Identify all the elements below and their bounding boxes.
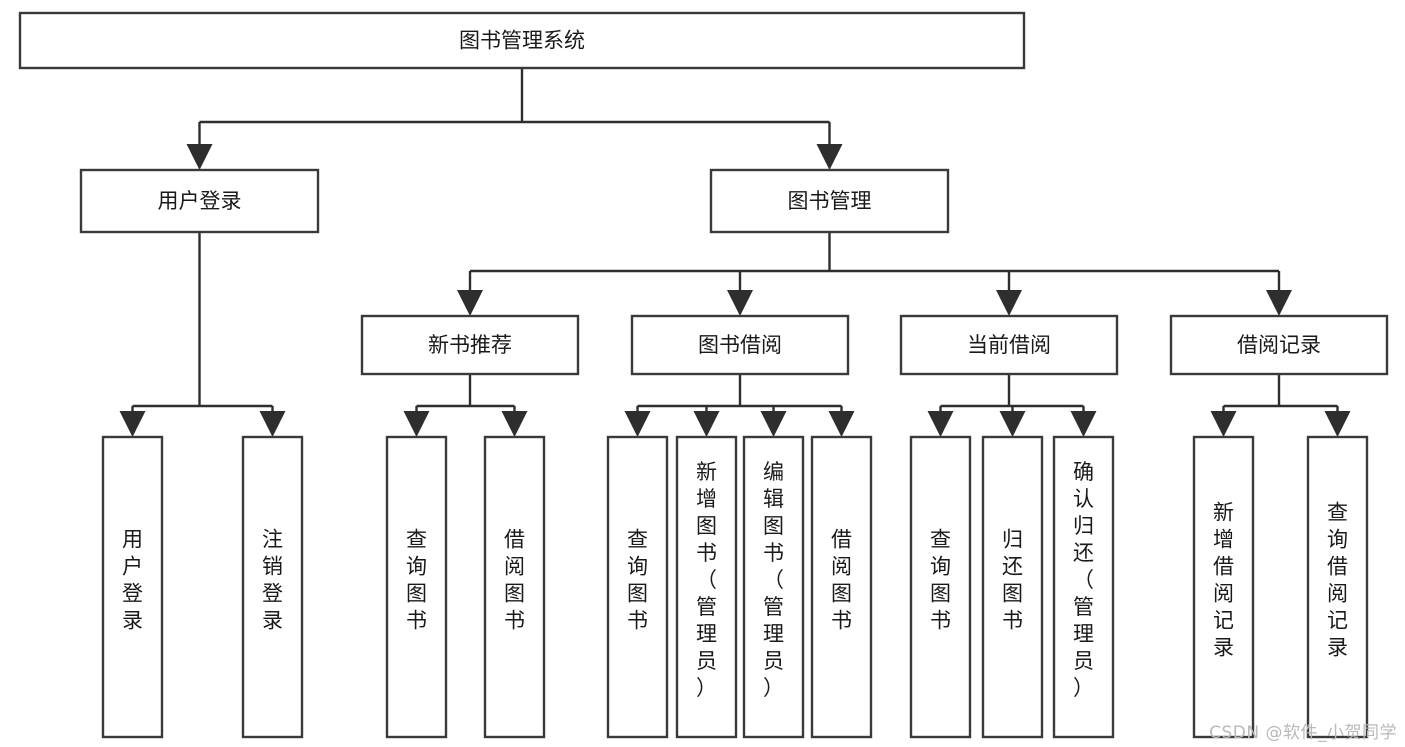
- arrow-head-leaf-edit-book-admin: [760, 411, 787, 437]
- node-box-leaf-add-borrow-record: [1192, 435, 1255, 739]
- arrow-head-current-borrow: [996, 290, 1022, 316]
- node-box-leaf-query-book-current: [909, 435, 972, 739]
- node-box-leaf-confirm-return-admin: [1052, 435, 1115, 739]
- node-label-book-manage: 图书管理: [788, 189, 872, 213]
- node-leaf-borrow-book-rec[interactable]: 借阅图书: [483, 435, 546, 739]
- node-label-leaf-query-book-rec: 查询图书: [406, 528, 427, 633]
- node-leaf-borrow-book[interactable]: 借阅图书: [810, 435, 873, 739]
- node-label-leaf-query-book-borrow: 查询图书: [627, 528, 648, 633]
- node-box-leaf-add-book-admin: [675, 435, 738, 739]
- node-new-book-rec[interactable]: 新书推荐: [360, 314, 580, 376]
- node-label-current-borrow: 当前借阅: [967, 333, 1051, 357]
- arrow-head-leaf-return-book: [999, 411, 1026, 437]
- node-label-leaf-add-borrow-record: 新增借阅记录: [1213, 501, 1234, 660]
- connector-group-book-manage: [457, 232, 1292, 316]
- node-user-login[interactable]: 用户登录: [79, 168, 320, 234]
- node-leaf-add-borrow-record[interactable]: 新增借阅记录: [1192, 435, 1255, 739]
- node-leaf-user-login[interactable]: 用户登录: [101, 435, 164, 739]
- arrow-head-leaf-query-book-borrow: [624, 411, 651, 437]
- arrow-head-new-book-rec: [457, 290, 483, 316]
- arrow-head-leaf-borrow-book: [828, 411, 855, 437]
- connector-layer: [119, 68, 1351, 437]
- node-box-root: [18, 11, 1026, 70]
- connector-group-root: [186, 68, 843, 170]
- node-box-leaf-query-book-borrow: [606, 435, 669, 739]
- arrow-head-book-borrow: [727, 290, 753, 316]
- node-label-leaf-borrow-book-rec: 借阅图书: [504, 528, 525, 633]
- arrow-head-leaf-query-borrow-record: [1324, 411, 1351, 437]
- node-label-leaf-return-book: 归还图书: [1002, 528, 1023, 633]
- node-leaf-edit-book-admin[interactable]: 编辑图书（管理员）: [742, 435, 805, 739]
- node-box-leaf-borrow-book-rec: [483, 435, 546, 739]
- node-root[interactable]: 图书管理系统: [18, 11, 1026, 70]
- connector-group-new-book-rec: [403, 374, 528, 437]
- connector-group-current-borrow: [927, 374, 1097, 437]
- arrow-head-user-login: [186, 144, 213, 170]
- node-box-leaf-user-login: [101, 435, 164, 739]
- node-label-leaf-add-book-admin: 新增图书（管理员）: [696, 460, 717, 700]
- node-box-leaf-borrow-book: [810, 435, 873, 739]
- node-box-leaf-return-book: [981, 435, 1044, 739]
- arrow-head-leaf-user-login: [119, 411, 146, 437]
- node-current-borrow[interactable]: 当前借阅: [899, 314, 1119, 376]
- node-box-user-login: [79, 168, 320, 234]
- node-label-book-borrow: 图书借阅: [698, 333, 782, 357]
- arrow-head-leaf-borrow-book-rec: [501, 411, 528, 437]
- node-leaf-query-book-rec[interactable]: 查询图书: [385, 435, 448, 739]
- node-label-new-book-rec: 新书推荐: [428, 333, 512, 357]
- arrow-head-leaf-logout: [259, 411, 286, 437]
- node-box-borrow-record: [1169, 314, 1389, 376]
- connector-group-borrow-record: [1210, 374, 1351, 437]
- node-label-leaf-user-login: 用户登录: [122, 528, 143, 633]
- node-borrow-record[interactable]: 借阅记录: [1169, 314, 1389, 376]
- node-label-leaf-logout: 注销登录: [262, 528, 283, 633]
- arrow-head-leaf-add-borrow-record: [1210, 411, 1237, 437]
- node-book-manage[interactable]: 图书管理: [709, 168, 950, 234]
- node-leaf-add-book-admin[interactable]: 新增图书（管理员）: [675, 435, 738, 739]
- arrow-head-leaf-add-book-admin: [693, 411, 720, 437]
- node-label-leaf-borrow-book: 借阅图书: [831, 528, 852, 633]
- node-label-user-login: 用户登录: [158, 189, 242, 213]
- node-layer: 图书管理系统用户登录图书管理新书推荐图书借阅当前借阅借阅记录用户登录注销登录查询…: [18, 11, 1389, 739]
- node-label-leaf-edit-book-admin: 编辑图书（管理员）: [763, 460, 784, 700]
- arrow-head-leaf-confirm-return-admin: [1070, 411, 1097, 437]
- node-box-leaf-logout: [241, 435, 304, 739]
- node-leaf-query-book-borrow[interactable]: 查询图书: [606, 435, 669, 739]
- arrow-head-leaf-query-book-current: [927, 411, 954, 437]
- node-box-current-borrow: [899, 314, 1119, 376]
- node-box-new-book-rec: [360, 314, 580, 376]
- node-label-leaf-query-borrow-record: 查询借阅记录: [1327, 501, 1348, 660]
- arrow-head-leaf-query-book-rec: [403, 411, 430, 437]
- node-box-leaf-query-borrow-record: [1306, 435, 1369, 739]
- node-box-book-borrow: [630, 314, 850, 376]
- node-label-borrow-record: 借阅记录: [1237, 333, 1321, 357]
- node-leaf-logout[interactable]: 注销登录: [241, 435, 304, 739]
- node-leaf-query-book-current[interactable]: 查询图书: [909, 435, 972, 739]
- node-label-leaf-confirm-return-admin: 确认归还（管理员）: [1073, 460, 1094, 700]
- node-label-root: 图书管理系统: [459, 29, 585, 53]
- node-book-borrow[interactable]: 图书借阅: [630, 314, 850, 376]
- arrow-head-book-manage: [816, 144, 843, 170]
- node-leaf-query-borrow-record[interactable]: 查询借阅记录: [1306, 435, 1369, 739]
- arrow-head-borrow-record: [1266, 290, 1292, 316]
- connector-group-user-login: [119, 232, 286, 437]
- node-label-leaf-query-book-current: 查询图书: [930, 528, 951, 633]
- node-leaf-return-book[interactable]: 归还图书: [981, 435, 1044, 739]
- node-box-leaf-edit-book-admin: [742, 435, 805, 739]
- node-leaf-confirm-return-admin[interactable]: 确认归还（管理员）: [1052, 435, 1115, 739]
- node-box-book-manage: [709, 168, 950, 234]
- csdn-watermark: CSDN @软件_小贺同学: [1209, 723, 1397, 743]
- node-box-leaf-query-book-rec: [385, 435, 448, 739]
- connector-group-book-borrow: [624, 374, 855, 437]
